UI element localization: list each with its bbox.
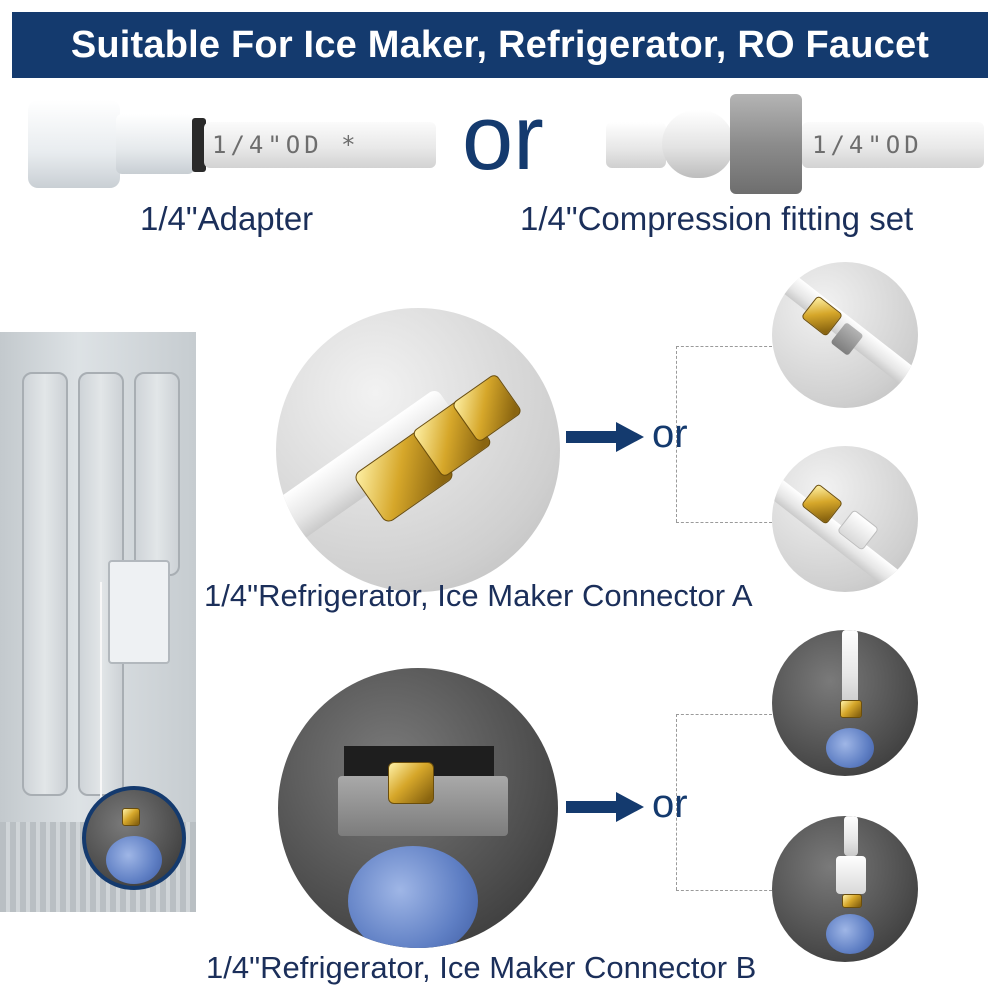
adapter-caption: 1/4"Adapter <box>140 200 314 237</box>
panel-groove <box>134 372 180 576</box>
or-label-top: or <box>462 87 544 189</box>
panel-groove <box>22 372 68 796</box>
compression-fitting-illustration: 1/4"OD <box>606 94 984 194</box>
arrow-right-icon <box>566 792 644 822</box>
connector-a-option-1 <box>772 262 918 408</box>
tube-print-left: 1/4"OD * <box>212 131 360 159</box>
push-fit-adapter <box>836 856 866 894</box>
brass-fitting <box>842 894 862 908</box>
valve-highlight-circle <box>82 786 186 890</box>
connector-a-photo <box>276 308 560 592</box>
adapter-collet <box>192 118 206 172</box>
bracket-line <box>676 714 677 890</box>
brass-fitting <box>122 808 140 826</box>
connector-a-option-2 <box>772 446 918 592</box>
solenoid-valve <box>826 914 874 954</box>
white-tube <box>842 630 858 706</box>
or-label-a: or <box>652 412 688 456</box>
bracket-line <box>676 346 772 347</box>
water-line <box>100 582 102 832</box>
tube-left: 1/4"OD * <box>204 122 436 168</box>
header-title: Suitable For Ice Maker, Refrigerator, RO… <box>70 23 930 66</box>
solenoid-valve <box>826 728 874 768</box>
connector-b-photo <box>278 668 558 948</box>
ferrule <box>662 110 734 178</box>
white-tube <box>844 816 858 856</box>
brass-threaded-port <box>388 762 434 804</box>
header-banner: Suitable For Ice Maker, Refrigerator, RO… <box>12 12 988 78</box>
arrow-right-icon <box>566 422 644 452</box>
tube-right: 1/4"OD <box>802 122 984 168</box>
adapter-tube-illustration: 1/4"OD * <box>28 94 436 194</box>
connector-b-caption: 1/4"Refrigerator, Ice Maker Connector B <box>206 950 757 985</box>
brass-fitting <box>840 700 862 718</box>
connector-b-option-2 <box>772 816 918 962</box>
tube-print-right: 1/4"OD <box>812 131 923 159</box>
water-line-box <box>108 560 170 664</box>
compression-nut <box>730 94 802 194</box>
bracket-line <box>676 714 772 715</box>
compression-caption: 1/4"Compression fitting set <box>520 200 914 237</box>
connector-a-caption: 1/4"Refrigerator, Ice Maker Connector A <box>204 578 753 613</box>
bracket-line <box>676 522 772 523</box>
solenoid-valve <box>106 836 162 884</box>
adapter-body <box>28 100 120 188</box>
adapter-neck <box>116 114 194 174</box>
connector-b-option-1 <box>772 630 918 776</box>
or-label-b: or <box>652 782 688 826</box>
tube-stub <box>606 122 666 168</box>
solenoid-valve <box>348 846 478 948</box>
bracket-line <box>676 346 677 522</box>
bracket-line <box>676 890 772 891</box>
